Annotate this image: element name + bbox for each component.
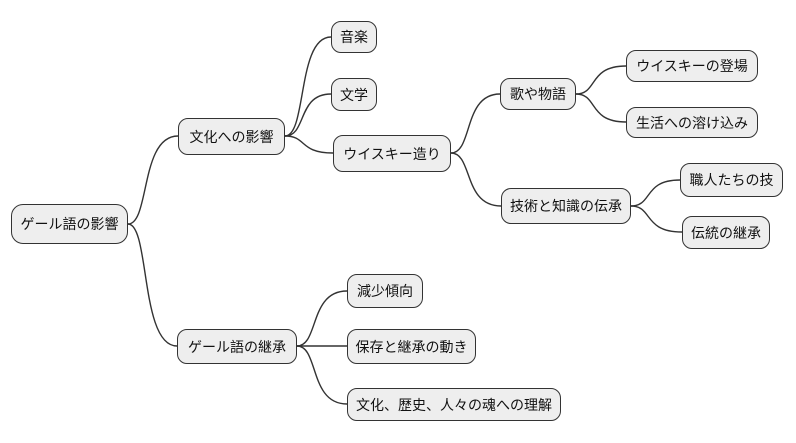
node-gaelic-inheritance[interactable]: ゲール語の継承 [177,329,297,364]
node-understanding-culture-history-souls[interactable]: 文化、歴史、人々の魂への理解 [347,388,561,421]
node-literature[interactable]: 文学 [331,78,377,111]
edge-inheritance-to-understanding [296,345,348,405]
node-label: ウイスキー造り [343,145,441,162]
node-label: ゲール語の継承 [188,338,286,355]
node-whisky-appearance[interactable]: ウイスキーの登場 [626,50,758,82]
node-label: 生活への溶け込み [636,114,748,131]
edge-root-to-culture-influence [127,135,179,225]
node-label: 技術と知識の伝承 [510,198,622,214]
edge-songs-to-appearance [575,65,627,95]
edge-culture-to-literature [284,93,332,137]
edge-songs-to-blending [575,93,627,123]
edge-whisky-to-skills [450,152,502,207]
node-culture-influence[interactable]: 文化への影響 [178,118,285,155]
node-songs-and-stories[interactable]: 歌や物語 [500,78,576,110]
node-label: 文化への影響 [189,128,274,145]
node-label: ゲール語の影響 [20,216,119,232]
node-label: 減少傾向 [357,283,413,299]
node-declining-trend[interactable]: 減少傾向 [347,274,423,308]
node-whisky-making[interactable]: ウイスキー造り [333,135,451,172]
node-label: 音楽 [340,29,368,45]
node-preservation-movement[interactable]: 保存と継承の動き [347,329,476,364]
node-skills-knowledge-transmission[interactable]: 技術と知識の伝承 [501,188,631,224]
node-craftsmen-skills[interactable]: 職人たちの技 [680,163,783,197]
node-blending-into-life[interactable]: 生活への溶け込み [626,107,758,138]
node-music[interactable]: 音楽 [331,21,377,53]
node-label: ウイスキーの登場 [636,58,748,74]
node-label: 職人たちの技 [689,172,774,188]
edge-whisky-to-songs [450,93,501,154]
node-tradition-inheritance[interactable]: 伝統の継承 [682,216,770,249]
node-label: 文化、歴史、人々の魂への理解 [356,396,552,413]
edge-culture-to-music [284,36,332,137]
edge-inheritance-to-decline [296,290,348,347]
edge-culture-to-whisky-making [284,135,334,154]
edge-root-to-gaelic-inheritance [127,223,178,347]
node-label: 歌や物語 [510,86,566,102]
node-label: 伝統の継承 [691,224,761,241]
node-label: 保存と継承の動き [355,338,468,355]
edge-skills-to-tradition [630,205,683,233]
edge-skills-to-craftsmen [630,179,681,207]
node-label: 文学 [340,86,368,103]
node-gaelic-influence[interactable]: ゲール語の影響 [11,204,128,244]
